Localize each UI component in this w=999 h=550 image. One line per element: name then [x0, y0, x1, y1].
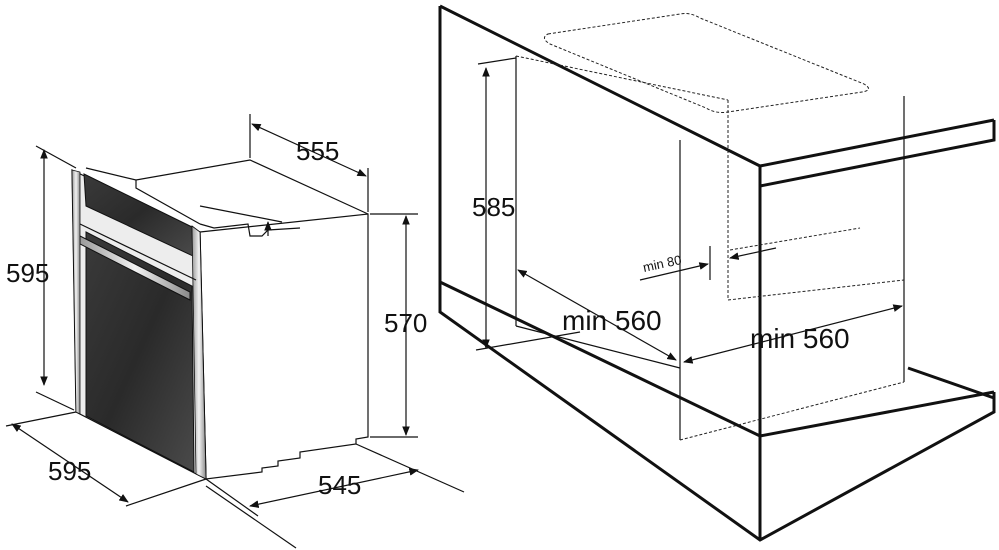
oven-height-label: 595 — [6, 258, 49, 288]
oven-body-height-dimension: 570 — [370, 213, 427, 438]
countertop — [439, 4, 995, 168]
niche-depth-dimension: min 560 — [683, 304, 903, 364]
niche-height-label: 585 — [472, 192, 515, 222]
oven-top-surface — [85, 159, 369, 215]
oven-door-glass — [85, 231, 195, 473]
niche-width-dimension: min 560 — [517, 269, 677, 361]
oven-body-height-label: 570 — [384, 308, 427, 338]
cabinet-side-panel — [758, 186, 995, 438]
hob-cutout — [544, 13, 869, 113]
oven-drawing — [71, 159, 369, 480]
oven-width-label: 595 — [48, 456, 91, 486]
niche-depth-label: min 560 — [750, 323, 850, 354]
oven-top-depth-dimension: 555 — [199, 114, 369, 236]
oven-top-depth-label: 555 — [296, 136, 339, 166]
oven-side-panel — [199, 213, 369, 480]
niche-width-label: min 560 — [562, 305, 662, 336]
niche-gap-dimension: min 80 — [639, 246, 777, 281]
oven-bottom-depth-label: 545 — [318, 470, 361, 500]
oven-width-dimension: 595 — [5, 411, 207, 507]
oven-bottom-depth-dimension: 545 — [205, 443, 465, 549]
oven-height-dimension: 595 — [6, 145, 77, 411]
